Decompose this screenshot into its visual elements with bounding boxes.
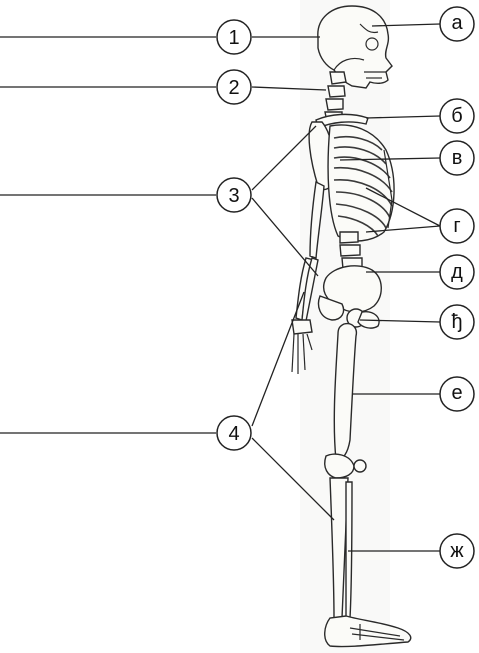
badge-e: е <box>440 377 474 411</box>
badge-e-label: е <box>451 382 462 404</box>
badge-v: в <box>440 141 474 175</box>
foot <box>325 616 411 647</box>
badge-d-label: д <box>451 261 463 283</box>
skeleton-figure <box>292 0 411 653</box>
left-badges: 1 2 3 4 <box>217 20 251 450</box>
badge-g: г <box>440 209 474 243</box>
badge-1: 1 <box>217 20 251 54</box>
badge-2: 2 <box>217 70 251 104</box>
badge-b: б <box>440 99 474 133</box>
badge-zh: ж <box>440 534 474 568</box>
badge-4: 4 <box>217 416 251 450</box>
badge-a: а <box>440 7 474 41</box>
badge-g-label: г <box>453 215 460 237</box>
badge-d: д <box>440 255 474 289</box>
badge-v-label: в <box>452 147 463 169</box>
badge-a-label: а <box>451 12 463 34</box>
right-badges: а б в г д ђ е ж <box>440 7 474 568</box>
badge-dj: ђ <box>440 305 474 339</box>
badge-1-label: 1 <box>228 27 239 49</box>
pelvis <box>319 266 382 328</box>
badge-dj-label: ђ <box>451 311 462 333</box>
lumbar-spine <box>340 232 362 269</box>
badge-zh-label: ж <box>450 540 464 562</box>
badge-2-label: 2 <box>228 77 239 99</box>
badge-3: 3 <box>217 178 251 212</box>
badge-3-label: 3 <box>228 185 239 207</box>
badge-4-label: 4 <box>228 423 239 445</box>
badge-b-label: б <box>451 105 462 127</box>
